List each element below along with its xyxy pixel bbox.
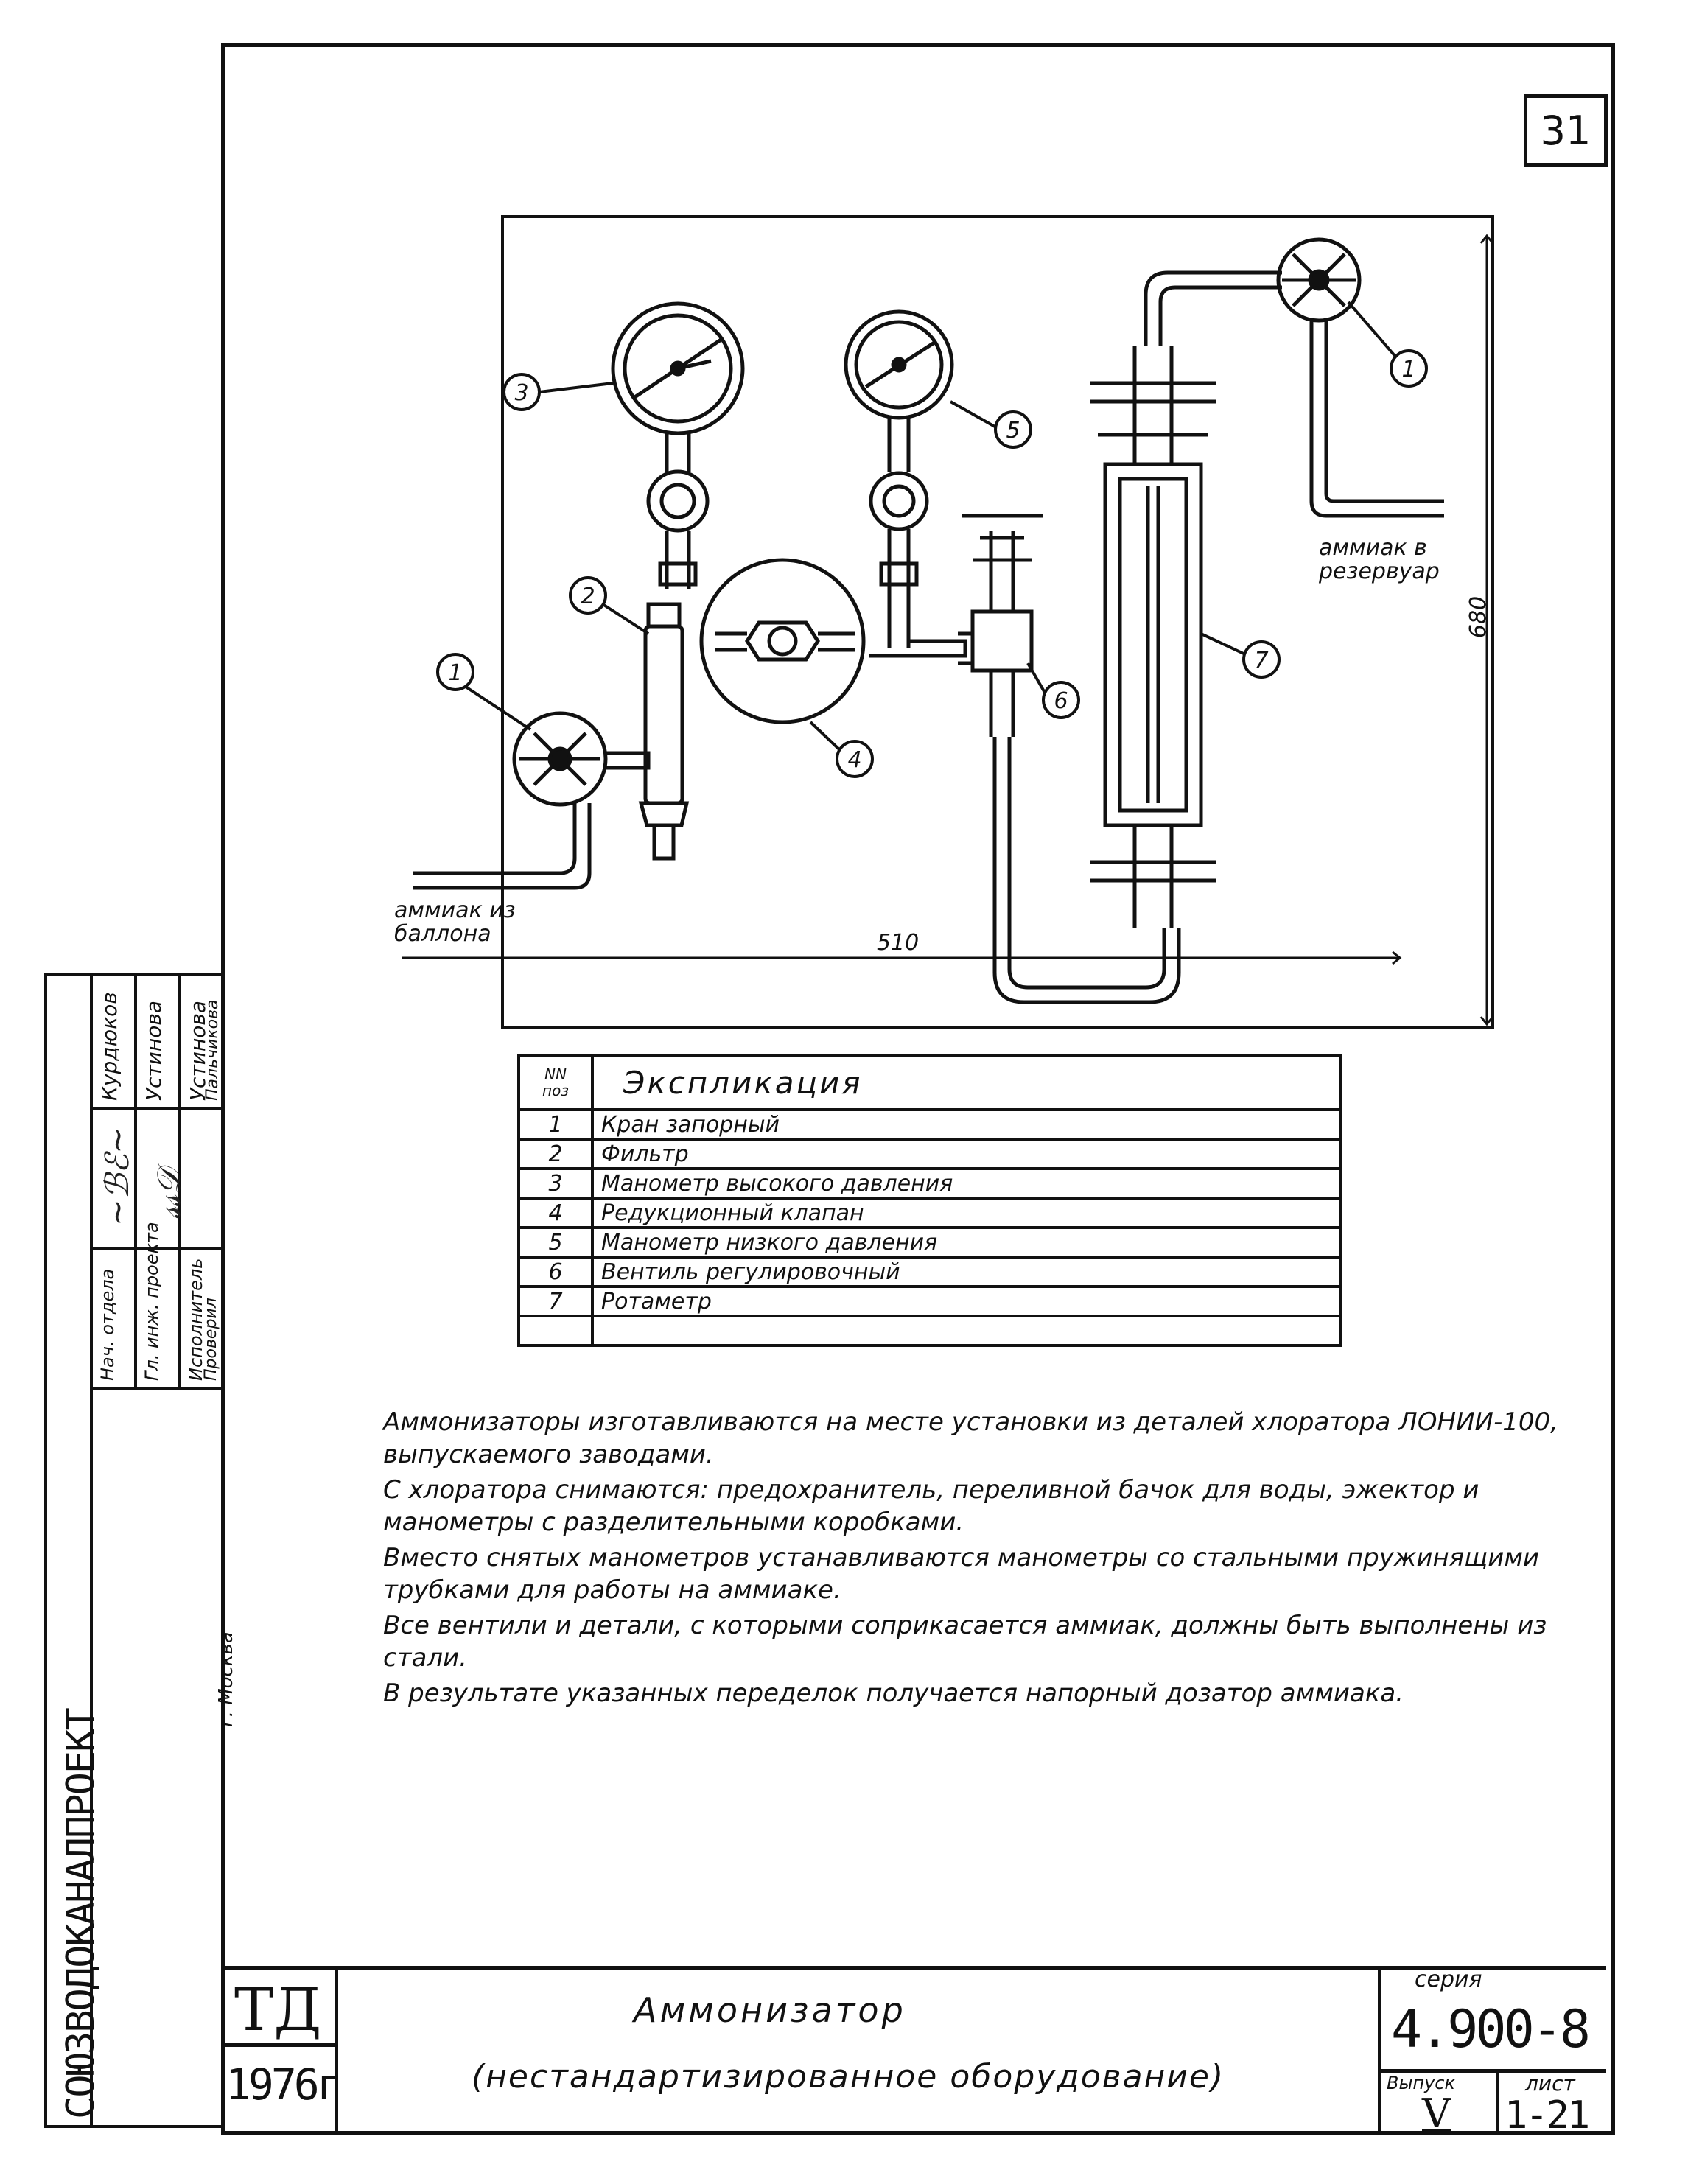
legend-title: Экспликация — [591, 1054, 1342, 1111]
approval-stamp: Нач. отдела Гл. инж. проекта Исполнитель… — [44, 973, 237, 2128]
height-dimension: 680 — [1465, 595, 1492, 639]
inlet-pipe — [413, 803, 577, 875]
callouts — [436, 301, 1428, 778]
regulating-valve-icon — [958, 514, 1181, 1004]
stamp-role-4: Проверил — [202, 1298, 220, 1381]
callout-2: 2 — [581, 584, 595, 609]
stamp-name-2: Устинова — [141, 1000, 166, 1101]
callout-4: 4 — [847, 747, 861, 773]
callout-numbers: 1 2 3 4 5 6 7 1 — [448, 357, 1415, 773]
callout-3: 3 — [514, 380, 528, 406]
drawing-subtitle: (нестандартизированное оборудование) — [472, 2058, 1225, 2096]
issue-label: Выпуск — [1387, 2073, 1455, 2093]
stamp-role-1: Нач. отдела — [97, 1268, 118, 1381]
rotameter-icon — [1090, 270, 1282, 928]
drawing-code: ТД — [234, 1975, 322, 2044]
callout-6: 6 — [1054, 688, 1068, 714]
reducing-valve-icon — [699, 558, 866, 724]
note-5: В результате указанных переделок получае… — [383, 1679, 1404, 1708]
sheet-label: лист — [1525, 2071, 1575, 2096]
series-number: 4.900-8 — [1391, 1999, 1591, 2059]
high-pressure-gauge-icon — [611, 301, 745, 589]
width-dimension: 510 — [877, 930, 920, 956]
table-row — [517, 1315, 1342, 1347]
drawing-area — [501, 215, 1494, 1029]
stamp-role-2: Гл. инж. проекта — [141, 1222, 162, 1381]
sheet-index: 1-21 — [1505, 2093, 1590, 2138]
filter-icon — [638, 602, 690, 861]
stamp-name-1: Курдюков — [97, 992, 122, 1101]
callout-1-right: 1 — [1401, 357, 1415, 382]
issue-number: V — [1422, 2090, 1451, 2137]
note-4: Все вентили и детали, с которыми соприка… — [383, 1611, 1547, 1673]
note-3: Вместо снятых манометров устанавливаются… — [383, 1543, 1540, 1605]
title-block: ТД 1976г Аммонизатор (нестандартизирован… — [221, 1966, 1606, 2138]
shutoff-valve-right-icon — [1276, 237, 1444, 518]
notes-text: Аммонизаторы изготавливаются на месте ус… — [383, 1406, 1562, 1712]
inlet-pipe-inner — [413, 803, 592, 890]
sheet-number: 31 — [1524, 94, 1608, 167]
note-2: С хлоратора снимаются: предохранитель, п… — [383, 1475, 1479, 1537]
callout-7: 7 — [1254, 648, 1268, 673]
drawing-title: Аммонизатор — [634, 1990, 906, 2030]
low-pressure-gauge-icon — [844, 309, 967, 658]
series-label: серия — [1415, 1967, 1482, 1992]
shutoff-valve-left-icon — [512, 711, 651, 807]
dimension-lines — [402, 234, 1494, 1026]
stamp-name-4: Пальчикова — [203, 999, 222, 1101]
stamp-grid — [90, 976, 224, 2125]
drawing-frame — [221, 43, 1615, 2135]
signature-icon: 𝓈𝓈𝒟 — [150, 1169, 188, 1219]
callout-1-left: 1 — [448, 660, 462, 686]
organization-name: СОЮЗВОДОКАНАЛПРОЕКТ — [59, 1709, 103, 2119]
city-name: г. Москва — [215, 1631, 237, 1727]
note-1: Аммонизаторы изготавливаются на месте ус… — [383, 1407, 1558, 1469]
signature-icon: ~ℬℰ~ — [99, 1127, 136, 1226]
drawing-year: 1976г — [225, 2059, 343, 2110]
callout-5: 5 — [1006, 418, 1020, 444]
